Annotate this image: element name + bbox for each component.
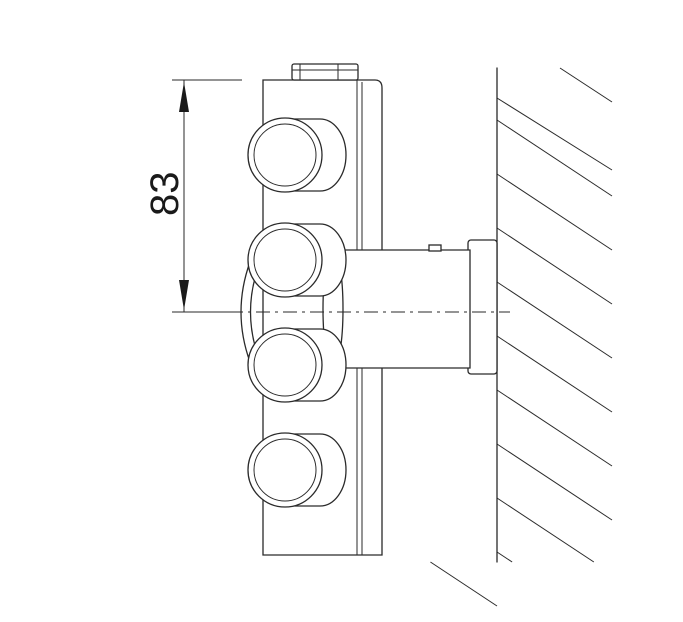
plug-top — [247, 117, 347, 193]
wall-hatching — [430, 67, 613, 607]
hatch-line — [496, 281, 613, 359]
hatch-line — [496, 335, 613, 413]
wall — [430, 67, 613, 607]
plug-bottom — [247, 432, 347, 508]
hatch-line — [496, 497, 595, 563]
dimension-value-label: 83 — [143, 172, 187, 217]
hatch-line — [496, 389, 613, 467]
hatch-line — [496, 551, 513, 563]
plug-upper-middle — [247, 222, 347, 298]
hatch-line — [496, 227, 613, 305]
wall-bracket — [322, 239, 498, 375]
hatch-line — [496, 443, 613, 521]
hatch-line — [559, 67, 613, 103]
connection-plugs — [247, 117, 347, 508]
bleed-valve-cap — [291, 63, 359, 81]
dimension-83: 83 — [143, 79, 242, 313]
plug-lower-middle — [247, 327, 347, 403]
bracket-wall-plate — [467, 239, 498, 375]
bracket-screw — [428, 244, 442, 252]
hatch-line — [496, 173, 613, 251]
arrowhead-top — [179, 82, 189, 112]
hatch-line — [496, 119, 613, 197]
hatch-line — [496, 97, 613, 171]
hatch-line — [430, 561, 498, 607]
arrowhead-bottom — [179, 280, 189, 310]
bracket-arm — [324, 249, 471, 369]
